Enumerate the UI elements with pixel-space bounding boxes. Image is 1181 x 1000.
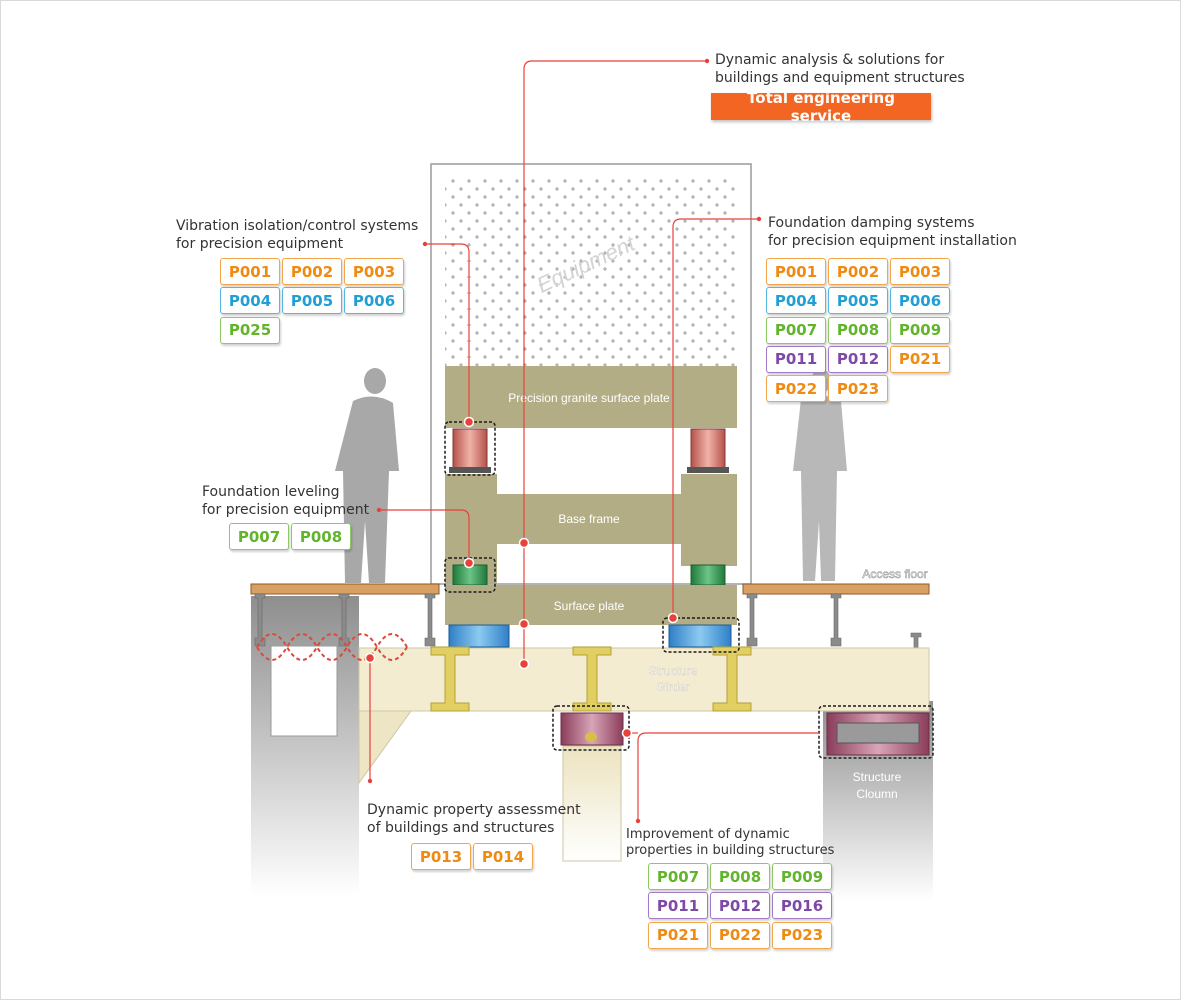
base-frame-label: Base frame (558, 512, 620, 526)
product-badge-p022[interactable]: P022 (710, 921, 770, 949)
product-badge-p009[interactable]: P009 (890, 316, 950, 344)
product-badge-p011[interactable]: P011 (766, 345, 826, 373)
callout-foundation-leveling-title: Foundation leveling for precision equipm… (202, 483, 369, 519)
surface-plate-label: Surface plate (554, 599, 625, 613)
girder-ibeams (430, 646, 752, 712)
base-frame (497, 494, 681, 544)
column-label-1: Structure (853, 770, 902, 784)
callout-title-line: properties in building structures (626, 843, 835, 858)
product-badge-p012[interactable]: P012 (710, 892, 770, 920)
badge-row: P025 (220, 316, 280, 344)
total-service-description: Dynamic analysis & solutions for buildin… (715, 51, 965, 87)
human-silhouette-left (335, 368, 399, 583)
callout-title-line: Dynamic property assessment (367, 802, 581, 818)
product-badge-p025[interactable]: P025 (220, 316, 280, 344)
product-badge-p008[interactable]: P008 (828, 316, 888, 344)
access-floor-label: Access floor (862, 567, 927, 581)
access-floor-left (250, 583, 440, 595)
leader-dots (364, 416, 679, 739)
product-badge-p022[interactable]: P022 (766, 375, 826, 403)
product-badge-p002[interactable]: P002 (828, 258, 888, 285)
isolator-left (449, 428, 491, 473)
granite-label: Precision granite surface plate (508, 391, 670, 405)
product-badge-p012[interactable]: P012 (828, 345, 888, 373)
total-engineering-service-button[interactable]: Total engineering service (711, 89, 931, 125)
product-badge-p006[interactable]: P006 (344, 287, 404, 315)
callout-title-line: Foundation damping systems (768, 215, 975, 231)
vibration-wave (256, 633, 408, 661)
product-badge-p023[interactable]: P023 (828, 375, 888, 403)
total-service-line-2: buildings and equipment structures (715, 70, 965, 86)
product-badge-p005[interactable]: P005 (282, 287, 342, 315)
isolator-right (687, 428, 729, 473)
callout-title-line: Vibration isolation/control systems (176, 218, 419, 234)
callout-title-line: Improvement of dynamic (626, 827, 790, 842)
leveling-mount-right (690, 564, 726, 586)
column-label-2: Cloumn (856, 787, 897, 801)
product-badge-p007[interactable]: P007 (766, 316, 826, 344)
product-badge-p007[interactable]: P007 (229, 523, 289, 550)
callout-foundation-damping-title: Foundation damping systems for precision… (768, 214, 1017, 250)
damper-left (448, 624, 510, 648)
product-badge-p003[interactable]: P003 (344, 258, 404, 285)
access-floor-right (742, 583, 930, 595)
product-badge-p003[interactable]: P003 (890, 258, 950, 285)
callout-improvement-title: Improvement of dynamic properties in bui… (626, 827, 834, 859)
product-badge-p001[interactable]: P001 (766, 258, 826, 285)
product-badge-p021[interactable]: P021 (648, 921, 708, 949)
girder-label-2: Girder (656, 680, 689, 694)
product-badge-p011[interactable]: P011 (648, 892, 708, 920)
product-badge-p014[interactable]: P014 (473, 843, 533, 870)
damper-right (668, 624, 732, 648)
product-badge-p013[interactable]: P013 (411, 843, 471, 870)
leader-lines (369, 60, 819, 821)
callout-title-line: Foundation leveling (202, 484, 340, 500)
granite-plate (445, 366, 737, 428)
total-service-line-1: Dynamic analysis & solutions for (715, 52, 945, 68)
product-badge-p008[interactable]: P008 (291, 523, 351, 550)
product-badge-p008[interactable]: P008 (710, 863, 770, 890)
product-badge-p016[interactable]: P016 (772, 892, 832, 920)
product-badge-p023[interactable]: P023 (772, 921, 832, 949)
girder-label-1: Structure (649, 664, 698, 678)
callout-title-line: for precision equipment (202, 502, 370, 518)
product-badge-p004[interactable]: P004 (766, 287, 826, 315)
product-badge-p002[interactable]: P002 (282, 258, 342, 285)
product-badge-p021[interactable]: P021 (890, 345, 950, 373)
callout-title-line: of buildings and structures (367, 820, 555, 836)
product-badge-p004[interactable]: P004 (220, 287, 280, 315)
product-badge-p006[interactable]: P006 (890, 287, 950, 315)
product-badge-p007[interactable]: P007 (648, 863, 708, 890)
callout-title-line: for precision equipment installation (768, 233, 1017, 249)
callout-vibration-isolation-title: Vibration isolation/control systems for … (176, 217, 418, 253)
callout-dynamic-property-title: Dynamic property assessment of buildings… (367, 801, 581, 837)
center-column (562, 745, 622, 862)
product-badge-p005[interactable]: P005 (828, 287, 888, 315)
product-badge-p009[interactable]: P009 (772, 863, 832, 890)
product-badge-p001[interactable]: P001 (220, 258, 280, 285)
callout-title-line: for precision equipment (176, 236, 344, 252)
